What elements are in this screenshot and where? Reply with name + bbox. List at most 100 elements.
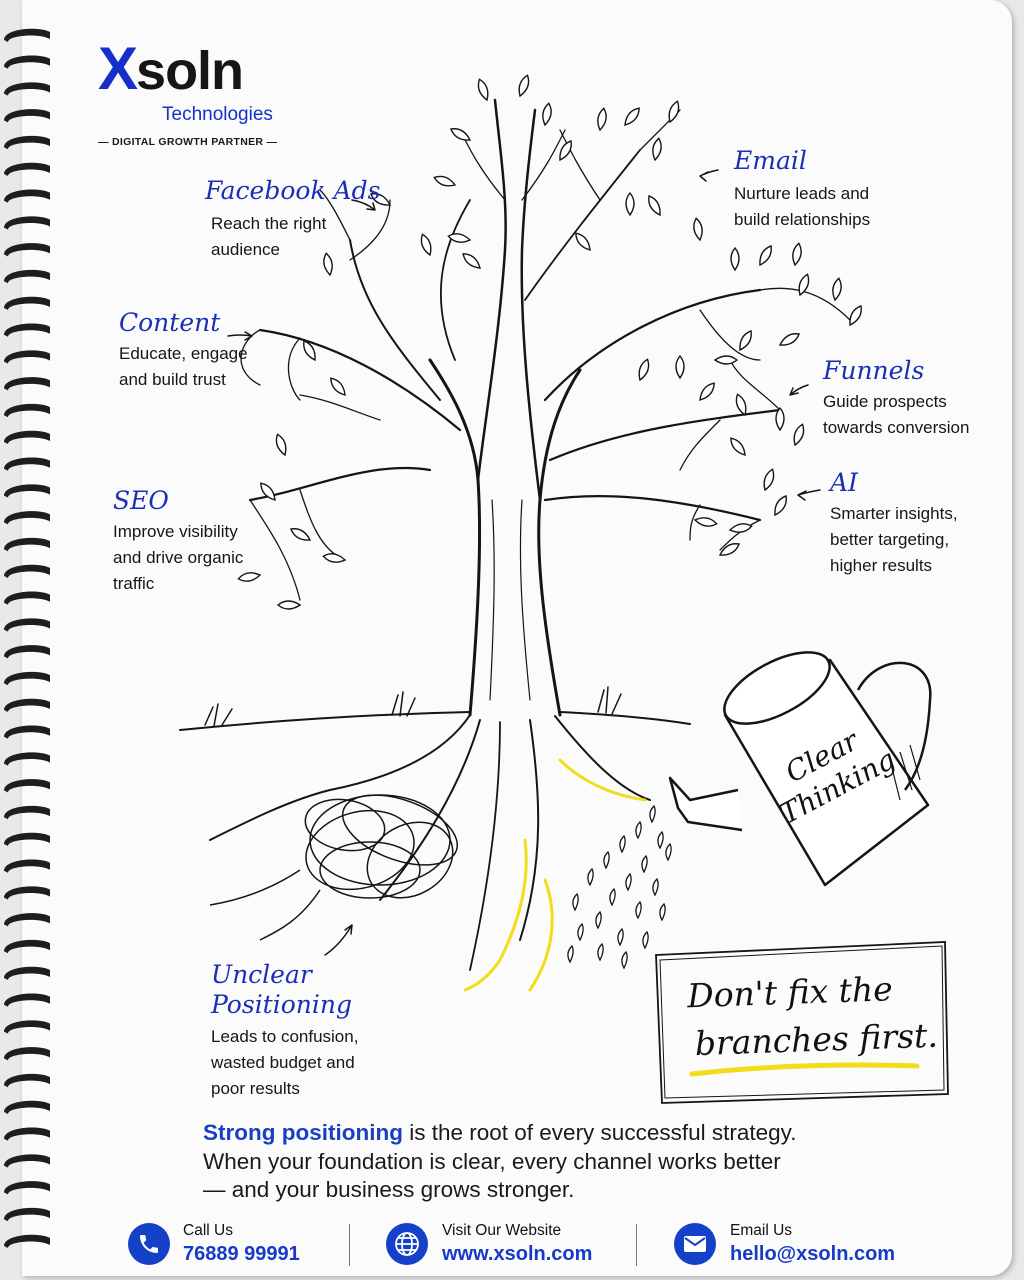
branch-desc-line: and build trust xyxy=(119,370,226,389)
branch-desc-line: and drive organic xyxy=(113,548,244,567)
water-drop xyxy=(657,830,664,850)
email-label: Email Us xyxy=(730,1222,793,1239)
spiral-ring xyxy=(4,1127,50,1141)
spiral-ring xyxy=(4,350,50,364)
note-line: Don't fix the xyxy=(686,969,894,1016)
leaf xyxy=(648,194,661,217)
branch-desc-line: Educate, engage xyxy=(119,344,248,363)
leaf xyxy=(763,468,775,492)
leaf xyxy=(668,100,680,124)
phone-icon xyxy=(128,1223,170,1265)
branch-desc-line: Reach the right xyxy=(211,214,327,233)
water-drop xyxy=(621,950,628,970)
spiral-ring xyxy=(4,511,50,525)
spiral-ring xyxy=(4,671,50,686)
spiral-ring xyxy=(4,1234,50,1248)
mail-icon xyxy=(674,1223,716,1265)
water-drop xyxy=(649,804,656,824)
logo-x-mark: X xyxy=(98,35,138,102)
leaf xyxy=(275,433,287,457)
water-drop xyxy=(642,930,649,950)
water-drop xyxy=(619,834,626,854)
website-link[interactable]: www.xsoln.com xyxy=(442,1243,593,1265)
branch-desc-line: Nurture leads and xyxy=(734,184,870,203)
spiral-ring xyxy=(4,1207,50,1222)
spiral-ring xyxy=(4,537,50,552)
roots-title-line: Unclear xyxy=(211,960,312,989)
leaf xyxy=(323,252,333,277)
spiral-ring xyxy=(4,430,50,444)
leaf xyxy=(728,523,753,533)
leaf xyxy=(793,423,805,447)
leaf xyxy=(625,191,635,217)
spiral-ring xyxy=(4,913,50,927)
branch-ai: AI Smarter insights, better targeting, h… xyxy=(830,468,958,579)
leaf xyxy=(260,482,276,501)
leaf xyxy=(730,437,746,456)
leaf xyxy=(693,217,703,242)
leaf xyxy=(303,339,316,362)
spiral-ring xyxy=(4,1154,50,1168)
leaf xyxy=(575,232,591,251)
leaf xyxy=(652,137,662,162)
spiral-ring xyxy=(4,805,50,820)
leaf xyxy=(462,253,481,269)
message-highlight: Strong positioning xyxy=(203,1120,403,1145)
water-drop xyxy=(659,902,666,922)
branch-email: Email Nurture leads and build relationsh… xyxy=(734,146,870,233)
leaf xyxy=(699,382,715,401)
water-drop xyxy=(652,877,659,897)
leaf xyxy=(849,304,862,327)
water-drop xyxy=(572,892,579,912)
water-drop xyxy=(567,944,574,964)
spiral-ring xyxy=(4,55,50,69)
spiral-ring xyxy=(4,832,50,846)
spiral-binding xyxy=(4,28,50,1248)
branch-title: Funnels xyxy=(823,356,925,385)
footer-divider xyxy=(349,1224,350,1266)
footer-email[interactable]: Email Us hello@xsoln.com xyxy=(674,1222,895,1266)
leaf xyxy=(624,107,640,126)
roots-desc-line: Leads to confusion, xyxy=(211,1027,359,1046)
leaf xyxy=(675,354,685,380)
branch-seo: SEO Improve visibility and drive organic… xyxy=(113,486,243,597)
water-drop xyxy=(609,887,616,907)
brand-tagline: — DIGITAL GROWTH PARTNER — xyxy=(98,136,278,148)
spiral-ring xyxy=(4,1047,50,1061)
spiral-ring xyxy=(4,296,50,310)
footer-website[interactable]: Visit Our Website www.xsoln.com xyxy=(386,1222,592,1266)
leaf xyxy=(798,273,810,297)
email-address[interactable]: hello@xsoln.com xyxy=(730,1243,896,1265)
spiral-ring xyxy=(4,457,50,471)
call-number[interactable]: 76889 99991 xyxy=(183,1243,300,1265)
footer-call[interactable]: Call Us 76889 99991 xyxy=(128,1222,300,1266)
spiral-ring xyxy=(4,82,50,96)
key-message: Strong positioning is the root of every … xyxy=(203,1119,903,1205)
leaf xyxy=(718,543,741,556)
leaf xyxy=(739,329,752,352)
roots-desc-line: wasted budget and xyxy=(211,1053,355,1072)
message-line: — and your business grows stronger. xyxy=(203,1177,575,1202)
spiral-ring xyxy=(4,993,50,1007)
branch-desc-line: higher results xyxy=(830,556,933,575)
roots-desc-line: poor results xyxy=(211,1079,300,1098)
leaf xyxy=(774,494,787,517)
spiral-ring xyxy=(4,645,50,659)
brand-logo: Xsoln xyxy=(98,34,244,103)
branch-desc-line: traffic xyxy=(113,574,155,593)
branch-desc-line: Improve visibility xyxy=(113,522,238,541)
footer-divider xyxy=(636,1224,637,1266)
spiral-ring xyxy=(4,216,50,230)
spiral-ring xyxy=(4,377,50,391)
branch-title: SEO xyxy=(113,486,169,515)
message-line: When your foundation is clear, every cha… xyxy=(203,1148,781,1174)
leaf xyxy=(420,233,432,257)
globe-icon xyxy=(386,1223,428,1265)
spiral-ring xyxy=(4,886,50,900)
spiral-ring xyxy=(4,564,50,578)
spiral-ring xyxy=(4,698,50,712)
website-label: Visit Our Website xyxy=(442,1222,562,1239)
water-drop xyxy=(597,942,604,962)
leaf xyxy=(597,107,607,132)
